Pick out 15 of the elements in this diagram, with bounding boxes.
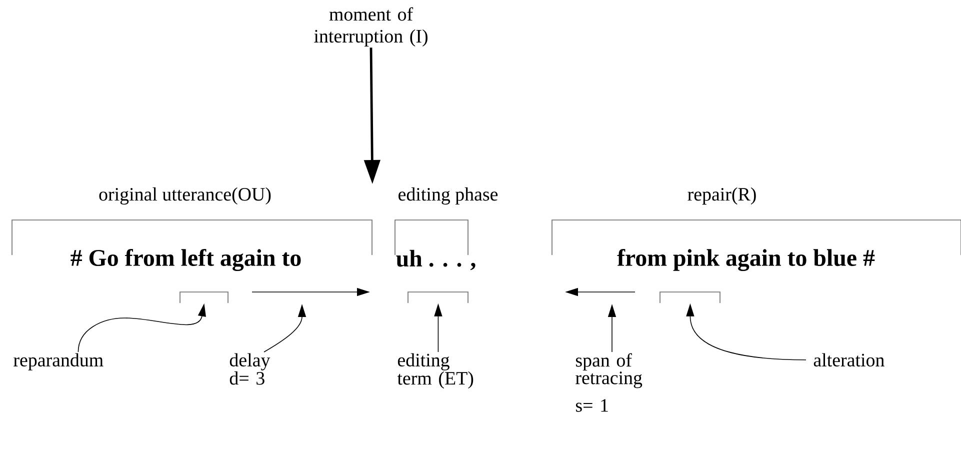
- utterance-text: # Go from left again to: [70, 248, 301, 272]
- bracket: [408, 292, 468, 304]
- phase-heading: editing phase: [398, 187, 498, 205]
- phase-heading: original utterance(OU): [99, 187, 271, 205]
- phase-heading: repair(R): [688, 187, 756, 205]
- utterance-text: from pink again to blue #: [617, 248, 875, 272]
- utterance-text: uh . . . ,: [396, 250, 476, 270]
- bracket: [660, 292, 720, 304]
- leader-label: editing term (ET): [397, 353, 474, 389]
- bracket: [180, 292, 228, 304]
- leader-label: span of retracing s= 1: [576, 353, 642, 412]
- leader-label: reparandum: [14, 353, 104, 370]
- interruption-label: moment of interruption (I): [314, 7, 428, 46]
- leader-label: alteration: [814, 353, 884, 366]
- leader-label: delay d= 3: [230, 353, 270, 385]
